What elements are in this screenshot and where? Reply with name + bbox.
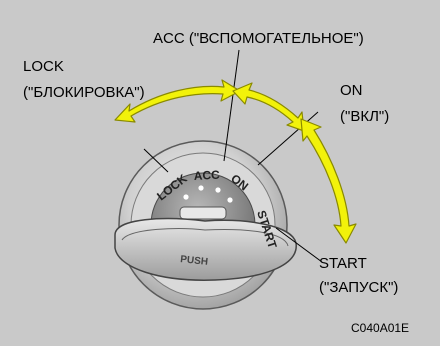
arrow-lock-acc xyxy=(114,79,241,123)
leader-line-acc xyxy=(223,49,240,162)
position-dot xyxy=(215,187,221,193)
arrow-on-start xyxy=(300,118,357,244)
label-on: ON xyxy=(340,82,363,99)
key-slot xyxy=(179,206,227,220)
arrow-acc-on xyxy=(232,82,305,132)
key-head-rim xyxy=(121,228,289,247)
label-on-ru: ("ВКЛ") xyxy=(340,108,390,125)
leader-line-on xyxy=(257,111,319,166)
position-dot xyxy=(198,185,204,191)
label-lock-ru: ("БЛОКИРОВКА") xyxy=(23,84,145,101)
rotation-arrows xyxy=(114,79,357,244)
label-acc: ACC ("ВСПОМОГАТЕЛЬНОЕ") xyxy=(153,30,364,47)
leader-line-lock xyxy=(143,148,169,173)
position-dot xyxy=(227,197,233,203)
leader-line-start xyxy=(275,227,323,263)
switch-marking-push: PUSH xyxy=(180,254,209,268)
switch-marking-acc: ACC xyxy=(193,168,220,183)
label-start-ru: ("ЗАПУСК") xyxy=(319,279,399,296)
label-start: START xyxy=(319,255,367,272)
figure-code: C040A01E xyxy=(351,321,410,335)
position-dot xyxy=(183,194,189,200)
label-lock: LOCK xyxy=(23,58,64,75)
